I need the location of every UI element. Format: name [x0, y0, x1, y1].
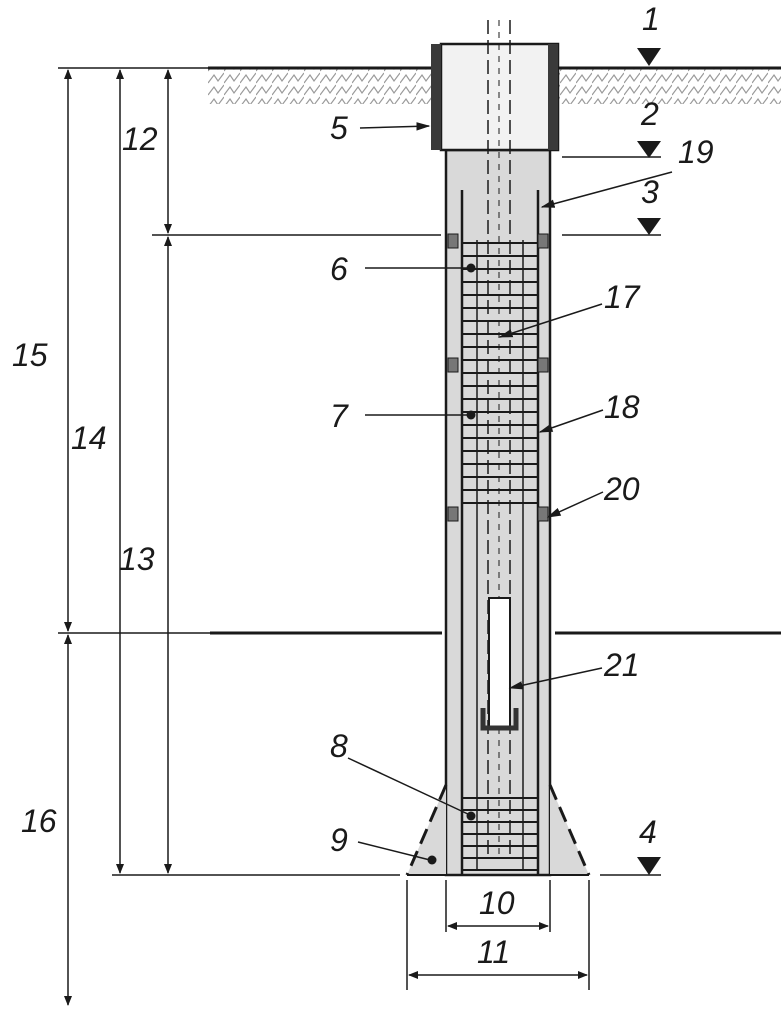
central-pipe: [480, 20, 519, 860]
label-11: 11: [477, 934, 510, 970]
level-marker-ground: [637, 48, 661, 66]
leader-lines: [347, 122, 673, 861]
label-7: 7: [330, 398, 349, 434]
label-1: 1: [642, 1, 660, 37]
spacers: [447, 233, 549, 522]
label-15: 15: [12, 337, 48, 373]
label-13: 13: [119, 541, 155, 577]
label-6: 6: [330, 251, 348, 287]
label-16: 16: [21, 803, 57, 839]
level-markers: [562, 48, 661, 876]
level-marker-2: [562, 141, 661, 158]
label-5: 5: [330, 110, 348, 146]
ground-surface: [208, 66, 781, 104]
dimension-lines: [64, 69, 588, 1006]
label-9: 9: [330, 822, 348, 858]
label-17: 17: [604, 279, 641, 315]
pile-base-enlargement: [405, 784, 591, 876]
level-marker-3: [562, 218, 661, 236]
label-12: 12: [122, 121, 158, 157]
label-19: 19: [678, 134, 714, 170]
label-4: 4: [639, 814, 657, 850]
label-18: 18: [604, 389, 640, 425]
label-2: 2: [640, 96, 659, 132]
callout-labels: 1 2 3 4 5 6 7 8 9 10 11 12 13 14 15 16 1…: [12, 1, 714, 970]
label-20: 20: [603, 471, 640, 507]
label-10: 10: [479, 885, 515, 921]
label-14: 14: [71, 420, 107, 456]
pile-shaft: [444, 148, 552, 877]
casing-top: [431, 42, 560, 152]
label-3: 3: [641, 174, 659, 210]
label-21: 21: [603, 647, 640, 683]
level-marker-toe: [600, 857, 661, 876]
label-8: 8: [330, 728, 348, 764]
reinforcement-cage: [460, 190, 540, 875]
extension-lines: [58, 67, 781, 990]
leader-dots: [427, 263, 476, 865]
